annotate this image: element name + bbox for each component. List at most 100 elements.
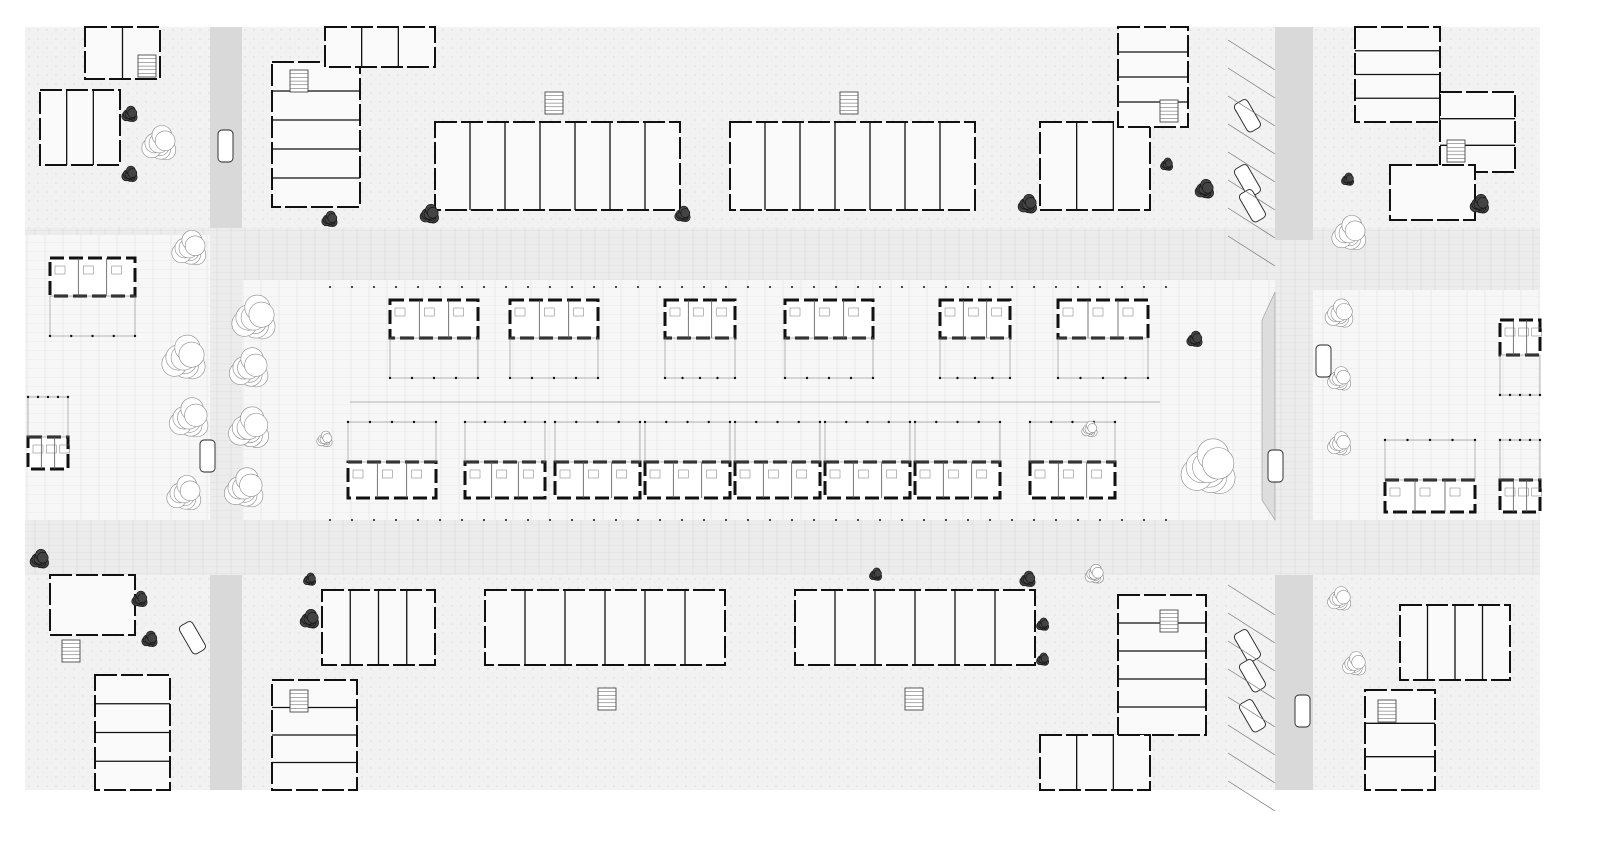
bollard	[439, 286, 441, 288]
bollard	[395, 286, 397, 288]
stair	[1446, 139, 1466, 163]
bollard	[373, 286, 375, 288]
furniture	[768, 469, 779, 479]
tree-crown	[248, 301, 275, 328]
stair	[1377, 699, 1397, 723]
bollard	[1033, 286, 1035, 288]
column	[596, 376, 600, 380]
housing-unit	[733, 420, 822, 500]
bollard	[527, 286, 529, 288]
furniture	[1531, 487, 1542, 497]
tree-crown	[239, 473, 263, 497]
building	[794, 589, 1036, 666]
column	[728, 420, 732, 424]
car	[1233, 99, 1261, 133]
column	[686, 420, 689, 424]
bollard	[637, 519, 639, 521]
furniture	[559, 469, 571, 479]
bollard	[769, 286, 771, 288]
parking-line	[1227, 95, 1276, 127]
housing-unit	[783, 298, 875, 380]
column	[1473, 438, 1477, 442]
tree-crown	[1344, 220, 1366, 242]
bollard	[615, 519, 617, 521]
parking-line	[1227, 780, 1276, 812]
furniture	[1518, 487, 1529, 497]
housing-unit	[508, 298, 600, 380]
bollard	[1055, 286, 1057, 288]
tree-crown	[327, 213, 338, 223]
furniture	[1063, 469, 1074, 479]
column	[1498, 393, 1502, 397]
tree-crown	[1336, 590, 1351, 605]
unit-wall	[643, 460, 732, 500]
shrub	[299, 608, 319, 629]
furniture	[411, 469, 422, 479]
building-outline	[434, 121, 681, 211]
bollard	[791, 519, 793, 521]
bollard	[1077, 286, 1079, 288]
column	[663, 376, 667, 380]
furniture	[1389, 487, 1401, 497]
building	[321, 589, 436, 666]
tree	[316, 430, 333, 448]
column	[56, 395, 60, 399]
column	[1451, 438, 1454, 442]
bollard	[967, 286, 969, 288]
furniture	[706, 469, 717, 479]
tree-crown	[322, 433, 333, 443]
furniture	[848, 307, 859, 317]
unit-wall	[913, 460, 1002, 500]
column	[866, 420, 869, 424]
building-outline	[729, 121, 976, 211]
tree-crown	[1164, 159, 1173, 168]
tree-crown	[1040, 654, 1049, 663]
road-crossing-east	[1275, 240, 1313, 575]
bollard	[483, 519, 485, 521]
column	[410, 376, 414, 380]
shrub	[1186, 330, 1203, 348]
parking-line	[1227, 151, 1276, 183]
column	[66, 395, 70, 399]
housing-unit	[346, 420, 438, 500]
bollard	[1011, 286, 1013, 288]
car	[1267, 449, 1284, 483]
parking-line	[1227, 696, 1276, 728]
unit-wall	[1498, 318, 1542, 357]
furniture	[678, 469, 689, 479]
building	[1389, 164, 1476, 221]
unit-wall	[1028, 460, 1117, 500]
parking-line	[1227, 39, 1276, 71]
tree	[231, 294, 276, 340]
shrub	[1469, 193, 1489, 214]
tree-crown	[184, 235, 206, 257]
column	[681, 376, 684, 380]
bollard	[505, 519, 507, 521]
bollard	[681, 519, 683, 521]
parking-line	[1227, 207, 1276, 239]
column	[1146, 376, 1150, 380]
column	[454, 376, 458, 380]
furniture	[588, 469, 599, 479]
bollard	[769, 519, 771, 521]
furniture	[1518, 327, 1529, 337]
column	[483, 420, 487, 424]
shrub	[131, 590, 148, 608]
bollard	[659, 519, 661, 521]
bollard	[1099, 286, 1101, 288]
column	[956, 376, 959, 380]
parking-line	[1227, 123, 1276, 155]
column	[390, 420, 394, 424]
tree	[171, 230, 207, 266]
furniture	[1504, 487, 1516, 497]
column	[596, 420, 599, 424]
column	[1528, 393, 1532, 397]
bollard	[417, 286, 419, 288]
parking-line	[1227, 640, 1276, 672]
unit-wall	[48, 256, 137, 298]
bollard	[373, 519, 375, 521]
furniture	[59, 444, 70, 454]
column	[552, 376, 556, 380]
tree	[228, 406, 269, 448]
bollard	[637, 286, 639, 288]
